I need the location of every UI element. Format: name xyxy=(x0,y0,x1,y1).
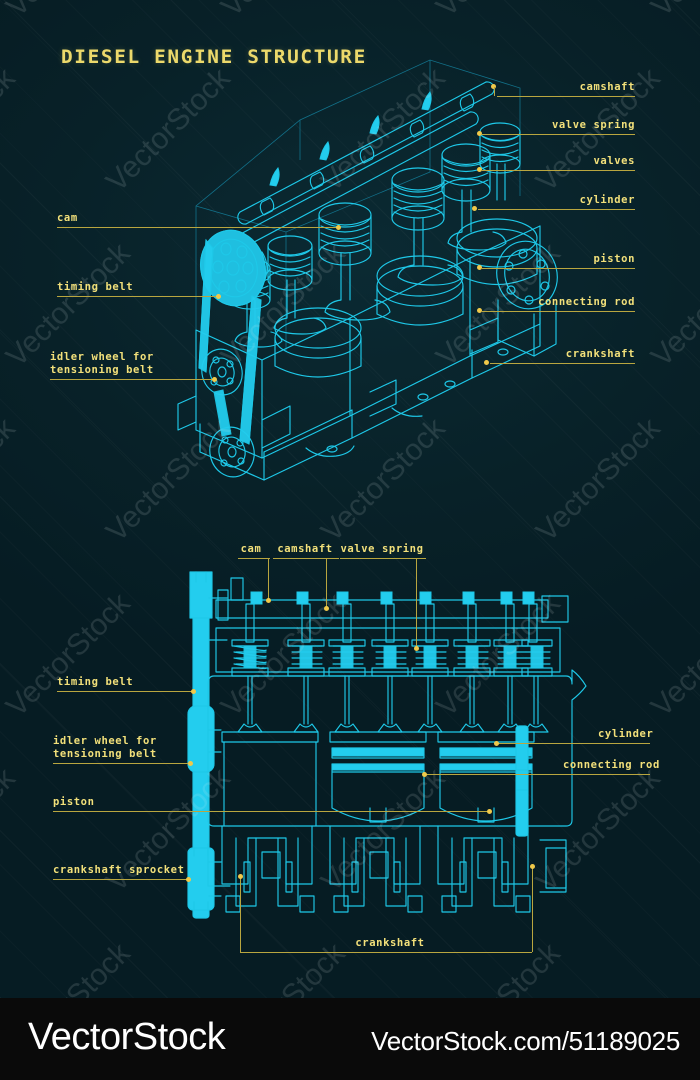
leader-dot xyxy=(336,225,341,230)
callout-label: timing belt xyxy=(57,281,134,293)
leader-rule xyxy=(482,134,635,135)
callout-label: cylinder xyxy=(579,194,635,206)
leader-rule xyxy=(238,558,270,559)
leader-rule xyxy=(57,691,195,692)
callout-label: cam xyxy=(57,212,78,224)
leader-rule xyxy=(57,296,219,297)
leader-dot xyxy=(472,206,477,211)
leader-dot xyxy=(484,360,489,365)
callout-label: piston xyxy=(593,253,635,265)
leader-dot xyxy=(491,84,496,89)
leader-rule-vertical xyxy=(416,558,417,650)
leader-rule xyxy=(425,774,650,775)
leader-rule xyxy=(50,379,215,380)
callout-label: crankshaft sprocket xyxy=(53,864,185,876)
leader-rule xyxy=(497,96,635,97)
leader-rule xyxy=(482,170,635,171)
callout-label-line2: tensioning belt xyxy=(50,364,154,376)
leader-dot xyxy=(477,265,482,270)
leader-rule xyxy=(490,363,635,364)
top-isometric-engine xyxy=(177,59,558,481)
leader-dot xyxy=(186,877,191,882)
leader-dot xyxy=(422,772,427,777)
leader-dot xyxy=(487,809,492,814)
timing-pulley-large xyxy=(200,229,268,307)
footer-brand: VectorStock xyxy=(28,1016,226,1058)
leader-rule xyxy=(57,227,339,228)
connecting-rod-section xyxy=(515,725,529,837)
leader-rule xyxy=(478,209,635,210)
valve-springs-section xyxy=(231,603,553,677)
callout-label: camshaft xyxy=(277,543,333,555)
leader-rule xyxy=(240,952,532,953)
callout-label: camshaft xyxy=(579,81,635,93)
valves-section xyxy=(237,675,549,733)
callout-label: valves xyxy=(593,155,635,167)
crankshaft-sprocket-section xyxy=(187,847,215,911)
callout-label: valve spring xyxy=(340,543,424,555)
camshaft-sprocket-section xyxy=(189,571,213,619)
leader-rule xyxy=(53,811,491,812)
leader-rule-vertical-left xyxy=(240,876,241,952)
leader-dot xyxy=(188,761,193,766)
callout-label: connecting rod xyxy=(538,296,635,308)
engine-blueprint-artwork xyxy=(177,59,587,919)
callout-label-line2: tensioning belt xyxy=(53,748,157,760)
idler-pulley xyxy=(201,348,243,396)
leader-rule-vertical-right xyxy=(532,866,533,952)
callout-label: cam xyxy=(240,543,262,555)
cylinders-iso xyxy=(274,218,538,378)
crankshaft-section xyxy=(207,825,567,913)
engine-block-iso xyxy=(195,225,541,481)
leader-dot xyxy=(216,294,221,299)
callout-label: valve spring xyxy=(551,119,635,131)
bottom-cross-section xyxy=(187,571,587,919)
leader-rule xyxy=(53,879,189,880)
callout-label: crankshaft xyxy=(355,937,425,949)
footer-url: VectorStock.com/51189025 xyxy=(371,1026,680,1056)
callout-label: piston xyxy=(53,796,95,808)
leader-rule-vertical xyxy=(326,558,327,610)
callout-label: cylinder xyxy=(598,728,654,740)
leader-dot xyxy=(477,308,482,313)
page-title: DIESEL ENGINE STRUCTURE xyxy=(61,46,367,68)
footer-bar: VectorStock VectorStock.com/51189025 xyxy=(0,998,700,1080)
leader-dot xyxy=(494,741,499,746)
leader-dot-right xyxy=(530,864,535,869)
leader-dot xyxy=(324,606,329,611)
callout-label-line1: idler wheel for xyxy=(50,351,154,363)
leader-dot xyxy=(414,646,419,651)
leader-rule xyxy=(273,558,339,559)
leader-rule xyxy=(53,763,191,764)
leader-rule xyxy=(482,311,635,312)
background-gradient xyxy=(0,0,700,998)
leader-rule xyxy=(482,268,635,269)
leader-dot xyxy=(191,689,196,694)
leader-dot xyxy=(477,131,482,136)
cam-lobes-section xyxy=(250,591,535,605)
leader-dot xyxy=(212,377,217,382)
callout-label: crankshaft xyxy=(565,348,635,360)
leader-rule xyxy=(498,743,650,744)
leader-rule-vertical xyxy=(494,87,495,96)
callout-label-line1: idler wheel for xyxy=(53,735,157,747)
leader-rule xyxy=(340,558,426,559)
cylinder-head-section xyxy=(207,627,587,827)
callout-label: connecting rod xyxy=(563,759,660,771)
leader-dot xyxy=(477,167,482,172)
valve-assemblies xyxy=(229,122,521,348)
crank-sprocket-iso xyxy=(209,426,255,478)
leader-dot-left xyxy=(238,874,243,879)
leader-rule-vertical xyxy=(268,558,269,602)
leader-dot xyxy=(266,598,271,603)
callout-label: timing belt xyxy=(57,676,134,688)
pistons-section xyxy=(221,731,535,827)
